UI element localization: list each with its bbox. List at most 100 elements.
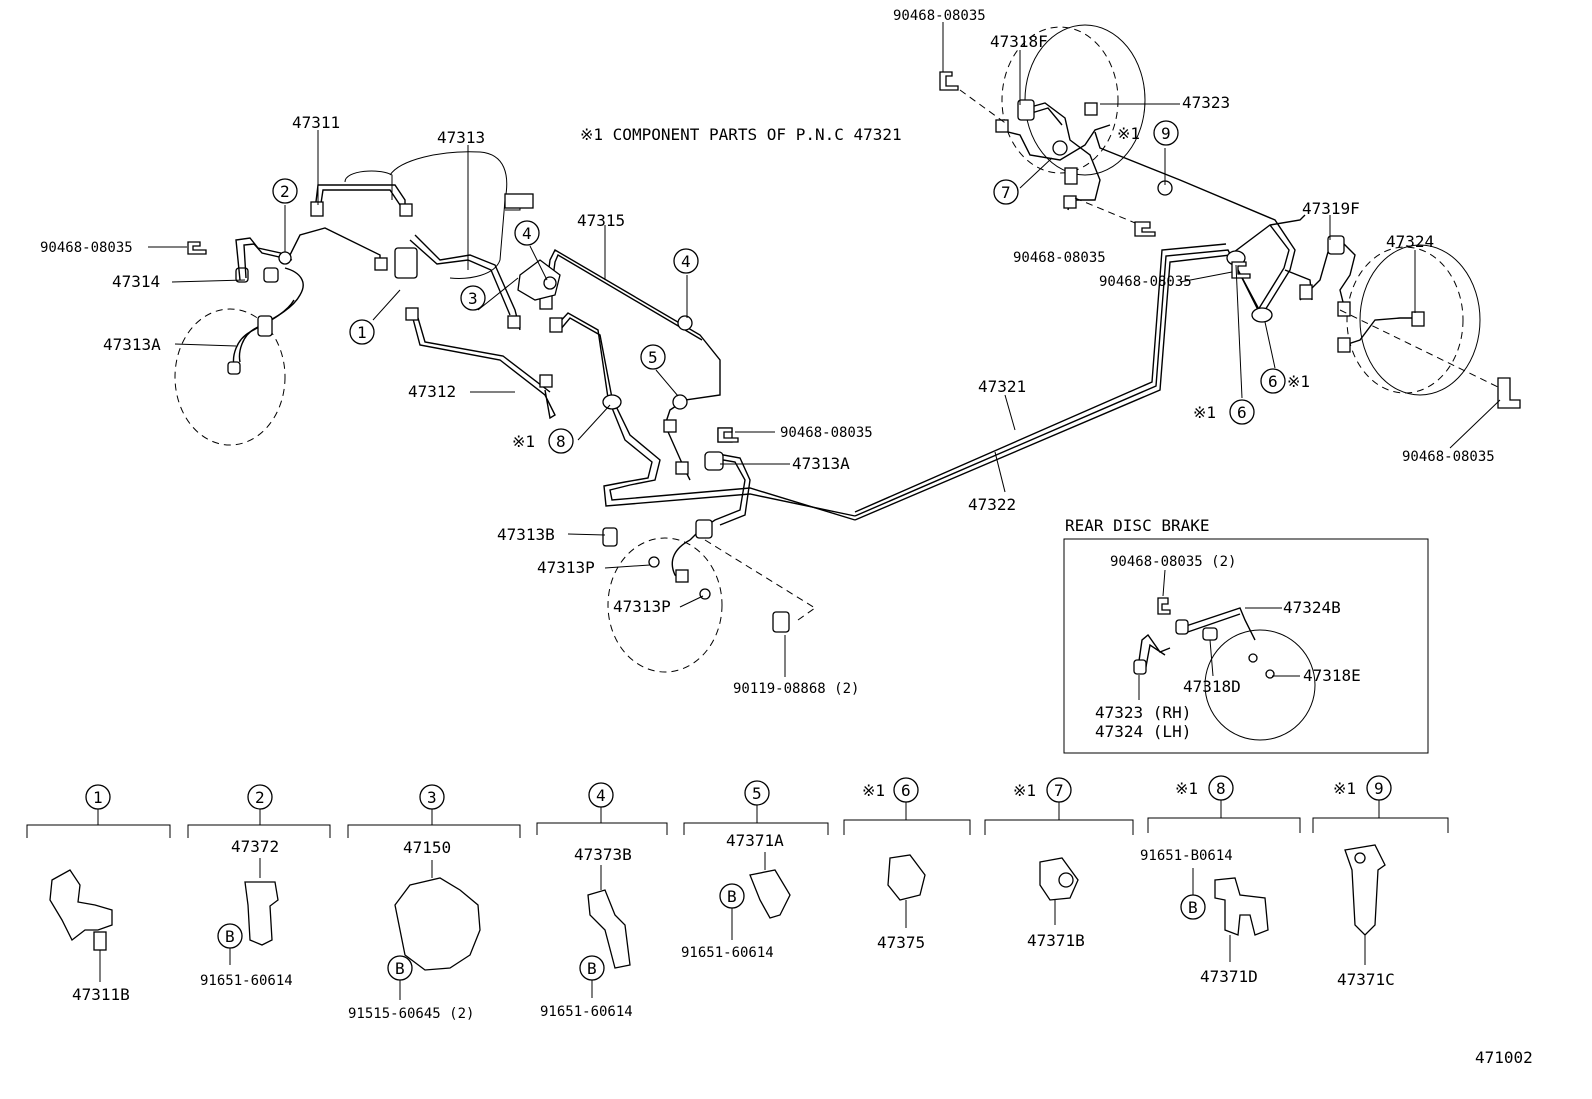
svg-text:7: 7 — [1001, 183, 1011, 202]
marker-4a: 4 — [514, 220, 540, 246]
rear-right-drum — [1299, 235, 1501, 396]
legend-item-4: 4 47373B B 91651-60614 — [536, 782, 668, 1020]
legend-bolt-5: 91651-60614 — [681, 945, 774, 961]
label-47311: 47311 — [292, 113, 340, 132]
legend-part-47375: 47375 — [877, 933, 925, 952]
marker-7: 7 — [993, 179, 1019, 205]
label-90119: 90119-08868 (2) — [733, 681, 859, 697]
label-47313b: 47313B — [497, 525, 555, 544]
marker-9: ※1 9 — [1117, 120, 1179, 146]
legend-part-47371d: 47371D — [1200, 967, 1258, 986]
svg-text:4: 4 — [596, 786, 606, 805]
svg-text:3: 3 — [468, 289, 478, 308]
svg-text:2: 2 — [255, 788, 265, 807]
svg-text:7: 7 — [1054, 781, 1064, 800]
svg-text:B: B — [587, 959, 597, 978]
svg-text:B: B — [225, 927, 235, 946]
inset-title: REAR DISC BRAKE — [1065, 516, 1210, 535]
inset-frame — [1063, 538, 1429, 754]
label-90468-right: 90468-08035 — [1402, 449, 1495, 465]
svg-text:※1: ※1 — [1013, 781, 1036, 800]
inset-clip-label: 90468-08035 (2) — [1110, 554, 1236, 570]
label-47313p-b: 47313P — [613, 597, 671, 616]
inset-hose-label: 47324B — [1283, 598, 1341, 617]
marker-4b: 4 — [673, 248, 699, 274]
legend-item-8: ※1 8 91651-B0614 B 47371D — [1140, 775, 1301, 986]
rear-disc-inset: REAR DISC BRAKE 90468-08035 (2) 47324B 4… — [1063, 516, 1429, 754]
svg-text:4: 4 — [522, 224, 532, 243]
legend-item-5: 5 47371A B 91651-60614 — [681, 780, 829, 961]
marker-1: 1 — [349, 319, 375, 345]
label-90468-front-lh: 90468-08035 — [40, 240, 133, 256]
svg-text:5: 5 — [648, 348, 658, 367]
svg-text:※1: ※1 — [862, 781, 885, 800]
svg-text:※1: ※1 — [1193, 403, 1216, 422]
legend-bolt-8: 91651-B0614 — [1140, 848, 1233, 864]
marker-6b: ※1 6 — [1193, 399, 1255, 425]
label-47319f: 47319F — [1302, 199, 1360, 218]
svg-text:※1: ※1 — [1333, 779, 1356, 798]
legend-item-7: ※1 7 47371B — [984, 777, 1134, 950]
svg-text:9: 9 — [1161, 124, 1171, 143]
front-left-brake-assembly — [174, 267, 304, 446]
label-47313a-center: 47313A — [792, 454, 850, 473]
svg-text:B: B — [395, 959, 405, 978]
label-90468-top: 90468-08035 — [893, 8, 986, 24]
inset-tube-lh-label: 47324 (LH) — [1095, 722, 1191, 741]
svg-text:5: 5 — [752, 784, 762, 803]
svg-text:8: 8 — [556, 432, 566, 451]
svg-text:※1: ※1 — [1287, 372, 1310, 391]
svg-text:※1: ※1 — [1117, 124, 1140, 143]
front-right-brake-assembly — [607, 519, 816, 673]
inset-tube-rh-label: 47323 (RH) — [1095, 703, 1191, 722]
svg-text:6: 6 — [901, 781, 911, 800]
label-47323: 47323 — [1182, 93, 1230, 112]
label-90468-center: 90468-08035 — [780, 425, 873, 441]
legend-item-9: ※1 9 47371C — [1312, 775, 1449, 989]
svg-text:4: 4 — [681, 252, 691, 271]
label-47312: 47312 — [408, 382, 456, 401]
label-47315: 47315 — [577, 211, 625, 230]
legend-row: 1 47311B 2 47372 B 91651-60614 3 — [26, 775, 1449, 1022]
legend-item-2: 2 47372 B 91651-60614 — [187, 784, 331, 989]
legend-bolt-3: 91515-60645 (2) — [348, 1006, 474, 1022]
label-47314: 47314 — [112, 272, 160, 291]
svg-text:9: 9 — [1374, 779, 1384, 798]
svg-text:8: 8 — [1216, 779, 1226, 798]
legend-part-47150: 47150 — [403, 838, 451, 857]
svg-text:2: 2 — [280, 182, 290, 201]
legend-part-47373b: 47373B — [574, 845, 632, 864]
marker-8: ※1 8 — [512, 428, 574, 454]
legend-item-1: 1 47311B — [26, 784, 171, 1004]
part-labels: 47311 47313 47315 90468-08035 47314 4731… — [40, 8, 1495, 697]
svg-text:B: B — [727, 887, 737, 906]
front-left-disc — [174, 308, 286, 446]
legend-bolt-2: 91651-60614 — [200, 973, 293, 989]
label-47324: 47324 — [1386, 232, 1434, 251]
legend-part-47371a: 47371A — [726, 831, 784, 850]
svg-text:6: 6 — [1268, 372, 1278, 391]
svg-text:※1: ※1 — [512, 432, 535, 451]
legend-part-47371c: 47371C — [1337, 970, 1395, 989]
svg-text:6: 6 — [1237, 403, 1247, 422]
svg-text:3: 3 — [427, 788, 437, 807]
legend-part-47311b: 47311B — [72, 985, 130, 1004]
inset-bolt-label: 47318D — [1183, 677, 1241, 696]
svg-text:B: B — [1188, 898, 1198, 917]
label-47313a-left: 47313A — [103, 335, 161, 354]
label-47313p-a: 47313P — [537, 558, 595, 577]
marker-5: 5 — [640, 344, 666, 370]
label-47313: 47313 — [437, 128, 485, 147]
rear-left-drum — [959, 24, 1146, 226]
marker-3: 3 — [460, 285, 486, 311]
diagram-code: 471002 — [1475, 1048, 1533, 1067]
component-note: ※1 COMPONENT PARTS OF P.N.C 47321 — [580, 125, 902, 144]
label-47321: 47321 — [978, 377, 1026, 396]
svg-text:1: 1 — [357, 323, 367, 342]
legend-item-3: 3 47150 B 91515-60645 (2) — [347, 784, 521, 1022]
diagram-markers: 1 2 3 4 4 5 7 ※1 8 — [272, 120, 1310, 454]
svg-text:※1: ※1 — [1175, 779, 1198, 798]
label-90468-mid2: 90468-08035 — [1099, 274, 1192, 290]
svg-text:1: 1 — [93, 788, 103, 807]
